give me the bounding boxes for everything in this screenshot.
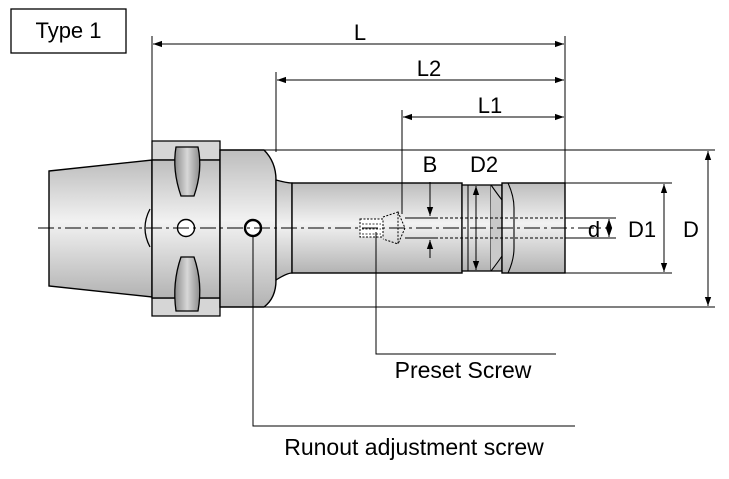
flange-notch — [144, 208, 151, 248]
drive-slot-bottom — [174, 256, 201, 312]
callout-leaders — [252, 232, 575, 427]
dim-D2-label: D2 — [470, 152, 498, 177]
dim-L2-label: L2 — [417, 56, 441, 81]
drive-slot-top — [174, 146, 201, 197]
preset-screw — [359, 211, 406, 245]
dim-L1-label: L1 — [478, 93, 502, 118]
dim-D-label: D — [683, 217, 699, 242]
runout-screw-label: Runout adjustment screw — [284, 434, 544, 460]
type-label: Type 1 — [35, 18, 101, 43]
nose-contour — [507, 182, 515, 274]
dim-B-label: B — [423, 152, 438, 177]
preset-screw-label: Preset Screw — [395, 357, 532, 383]
dim-d-label: d — [588, 217, 600, 242]
dim-D1-label: D1 — [628, 217, 656, 242]
neck — [275, 179, 293, 282]
type-label-box: Type 1 — [10, 8, 127, 54]
dimensions — [151, 36, 715, 308]
dim-L-label: L — [354, 20, 366, 45]
